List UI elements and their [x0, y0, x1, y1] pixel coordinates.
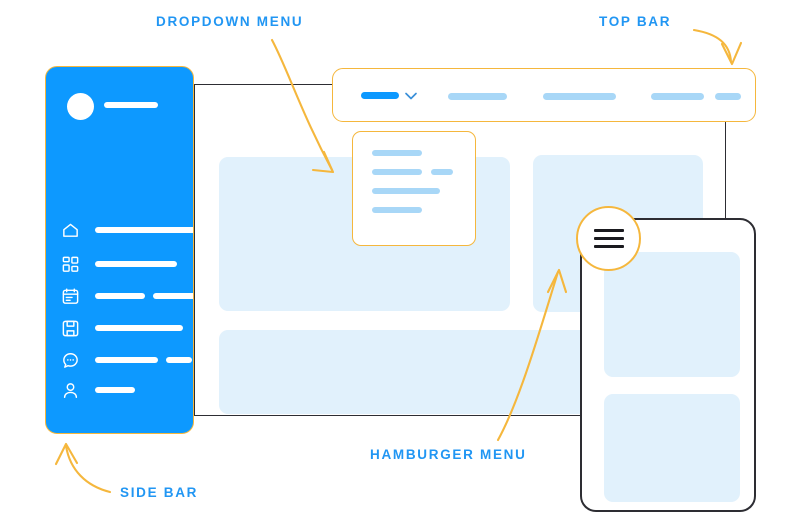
chat-icon	[59, 349, 81, 371]
annotation-label-dropdown: DROPDOWN MENU	[156, 14, 304, 29]
sidebar-item-calendar[interactable]	[59, 284, 193, 308]
arrow-topbar-head	[720, 41, 743, 66]
annotation-label-hamburger: HAMBURGER MENU	[370, 447, 527, 462]
arrow-dropdown-head	[311, 150, 335, 174]
sidebar-item-dashboard[interactable]	[59, 252, 189, 276]
top-bar-item[interactable]	[543, 93, 616, 100]
hamburger-line	[593, 245, 624, 248]
annotation-label-sidebar: SIDE BAR	[120, 485, 199, 500]
sidebar-item-bars	[95, 293, 193, 299]
sidebar-item-bars	[95, 357, 192, 363]
side-bar[interactable]	[45, 66, 194, 434]
arrow-sidebar-head	[54, 442, 79, 466]
arrow-hamburger	[496, 270, 560, 442]
avatar-circle-icon	[67, 93, 94, 120]
dropdown-menu-item[interactable]	[372, 150, 456, 156]
sidebar-item-save[interactable]	[59, 316, 189, 340]
sidebar-item-messages[interactable]	[59, 348, 192, 372]
arrow-dropdown	[270, 38, 334, 172]
dropdown-menu-item[interactable]	[372, 188, 456, 194]
top-bar[interactable]	[332, 68, 756, 122]
hamburger-menu-icon[interactable]	[576, 206, 641, 271]
sidebar-item-home[interactable]	[59, 218, 193, 242]
user-icon	[59, 379, 81, 401]
hamburger-line	[593, 229, 624, 232]
phone-content-block	[604, 394, 740, 502]
annotation-label-topbar: TOP BAR	[599, 14, 672, 29]
sidebar-item-bars	[95, 325, 183, 331]
dropdown-menu-item[interactable]	[372, 207, 456, 213]
top-bar-item[interactable]	[715, 93, 741, 100]
top-bar-item[interactable]	[448, 93, 507, 100]
avatar-label-bar	[104, 102, 158, 108]
sidebar-item-profile[interactable]	[59, 378, 189, 402]
save-icon	[59, 317, 81, 339]
chevron-down-icon[interactable]	[404, 89, 418, 101]
arrow-hamburger-head	[546, 268, 568, 294]
grid-icon	[59, 253, 81, 275]
hamburger-line	[593, 237, 624, 240]
sidebar-item-bars	[95, 387, 135, 393]
phone-mockup	[580, 218, 756, 512]
arrow-topbar	[692, 28, 733, 64]
arrow-sidebar	[64, 444, 112, 494]
top-bar-item[interactable]	[651, 93, 704, 100]
dropdown-menu[interactable]	[352, 131, 476, 246]
sidebar-item-bars	[95, 261, 177, 267]
home-icon	[59, 219, 81, 241]
dropdown-menu-item[interactable]	[372, 169, 456, 175]
top-bar-active-item[interactable]	[361, 92, 399, 99]
sidebar-item-bars	[95, 227, 193, 233]
phone-content-block	[604, 252, 740, 377]
calendar-icon	[59, 285, 81, 307]
